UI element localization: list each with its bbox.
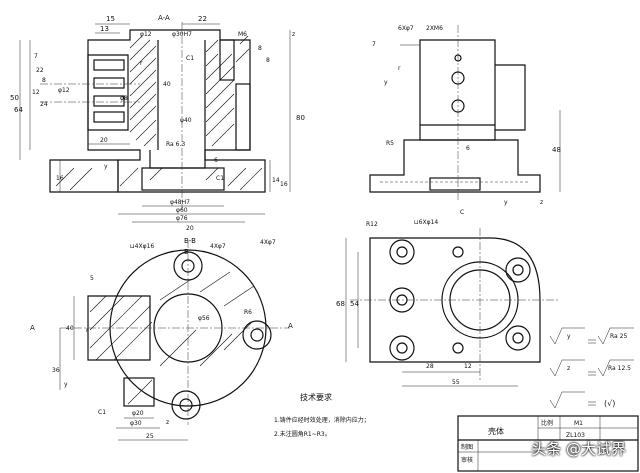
sym-front-y: y — [104, 163, 108, 170]
dim-bb-36: 36 — [52, 367, 60, 374]
watermark-text: 头条 @大试界 — [531, 440, 626, 458]
dim-side-7: 7 — [372, 41, 376, 48]
dim-front-phi12: φ12 — [140, 31, 152, 38]
scale-value: M1 — [574, 420, 583, 427]
dim-bb-40: 40 — [66, 325, 74, 332]
side-view: 6Xφ7 2XM6 7 r y R5 6 48 y z — [369, 25, 561, 206]
dim-front-phi40: φ40 — [180, 117, 192, 124]
dim-bb-5: 5 — [90, 275, 94, 282]
bb-section-label: B-B — [184, 237, 196, 245]
dim-side-48: 48 — [552, 146, 561, 154]
dim-front-m6: M6 — [238, 31, 247, 38]
title-block: 壳体 比例 M1 ZL103 制图 审核 — [457, 415, 639, 472]
notes-line-2: 2.未注圆角R1~R3。 — [274, 430, 331, 438]
notes-title: 技术要求 — [300, 392, 332, 402]
dim-front-14: 14 — [272, 177, 280, 184]
dim-bb-phi20: φ20 — [132, 410, 144, 417]
dim-front-16: 16 — [56, 175, 64, 182]
dim-plan-c: C — [460, 209, 464, 216]
dim-front-12: 12 — [32, 89, 40, 96]
notes-line-1: 1.铸件应经时效处理，消除内应力； — [274, 416, 370, 424]
dim-side-6xphi7: 6Xφ7 — [398, 25, 414, 32]
row-label-drawn: 制图 — [461, 443, 473, 451]
dim-plan-55: 55 — [452, 379, 460, 386]
dim-front-50: 50 — [10, 94, 19, 102]
dim-front-c1a: C1 — [186, 55, 194, 62]
dim-bb-4xphi7b: 4Xφ7 — [260, 239, 276, 246]
dim-plan-12: 12 — [464, 363, 472, 370]
dim-front-80: 80 — [296, 114, 305, 122]
dim-front-20: 20 — [100, 137, 108, 144]
dim-front-phi30h7: φ30H7 — [172, 31, 192, 38]
dim-bb-r6: R6 — [244, 309, 252, 316]
surface-roughness-legend: y z Ra 25 Ra 12.5 (√) — [549, 327, 634, 409]
sym-side-z: z — [540, 199, 543, 206]
dim-front-8a: 8 — [258, 45, 262, 52]
legend-val-check: (√) — [604, 399, 615, 408]
dim-front-phi76: φ76 — [176, 215, 188, 222]
dim-plan-r12: R12 — [366, 221, 378, 228]
dim-front-7: 7 — [34, 53, 38, 60]
dim-front-13: 13 — [100, 25, 109, 33]
sym-front-r: r — [140, 60, 143, 67]
dim-front-64: 64 — [14, 106, 23, 114]
front-view: A-A — [10, 14, 305, 232]
row-label-check: 审核 — [461, 456, 473, 464]
dim-front-16b: 16 — [280, 181, 288, 188]
dim-front-6: 6 — [214, 157, 218, 164]
dim-front-22: 22 — [198, 15, 207, 23]
dim-plan-6xphi14: ⊔6Xφ14 — [414, 219, 438, 226]
dim-front-phi48h7: φ48H7 — [170, 199, 190, 206]
dim-front-15: 15 — [106, 15, 115, 23]
dim-front-phi12b: φ12 — [58, 87, 70, 94]
sym-front-z: z — [292, 31, 295, 38]
dim-side-2xm6: 2XM6 — [426, 25, 443, 32]
dim-plan-28: 28 — [426, 363, 434, 370]
sym-bb-y: y — [64, 381, 68, 388]
dim-bb-4xphi16: ⊔4Xφ16 — [130, 243, 154, 250]
dim-side-r5: R5 — [386, 140, 394, 147]
dim-bb-25: 25 — [146, 433, 154, 440]
dim-plan-68: 68 — [336, 300, 345, 308]
plan-view: R12 ⊔6Xφ14 C 68 54 28 12 55 — [336, 209, 560, 387]
sym-bb-z: z — [166, 419, 169, 426]
front-section-label: A-A — [158, 14, 170, 22]
front-hatching — [55, 35, 263, 191]
dim-bb-phi56: φ56 — [198, 315, 210, 322]
legend-sym-y: y — [567, 333, 571, 340]
dim-plan-54: 54 — [350, 300, 359, 308]
dim-front-ra63: Ra 6.3 — [166, 141, 185, 148]
legend-val-ra25: Ra 25 — [610, 333, 627, 340]
dim-front-20b: 20 — [186, 225, 194, 232]
sym-side-r: r — [398, 65, 401, 72]
sym-bb-r: r — [86, 327, 89, 334]
dim-front-8c: 8 — [42, 77, 46, 84]
technical-notes: 技术要求 1.铸件应经时效处理，消除内应力； 2.未注圆角R1~R3。 — [274, 392, 370, 438]
dim-side-6: 6 — [466, 145, 470, 152]
dim-front-22b: 22 — [36, 67, 44, 74]
material-value: ZL103 — [566, 432, 585, 439]
part-name: 壳体 — [488, 426, 504, 436]
bb-section-view: B-B ⊔4Xφ16 4Xφ7 B 5 — [30, 237, 293, 441]
dim-front-phi8: φ8 — [120, 95, 128, 102]
sym-side-y: y — [384, 79, 388, 86]
dim-front-c1b: C1 — [216, 175, 224, 182]
dim-bb-4xphi7: 4Xφ7 — [210, 243, 226, 250]
bb-hatching — [89, 271, 255, 405]
legend-sym-z: z — [567, 365, 570, 372]
dim-front-phi60: φ60 — [176, 207, 188, 214]
dim-front-24: 24 — [40, 101, 48, 108]
scale-label: 比例 — [541, 419, 553, 427]
dim-bb-c1: C1 — [98, 409, 106, 416]
dim-front-8b: 8 — [266, 57, 270, 64]
dim-front-40: 40 — [163, 81, 171, 88]
dim-bb-a2: A — [288, 322, 293, 330]
legend-val-ra125: Ra 12.5 — [608, 365, 631, 372]
dim-bb-phi30: φ30 — [130, 420, 142, 427]
dim-bb-a1: A — [30, 324, 35, 332]
sym-side-y2: y — [504, 199, 508, 206]
dim-bb-b: B — [184, 248, 189, 256]
